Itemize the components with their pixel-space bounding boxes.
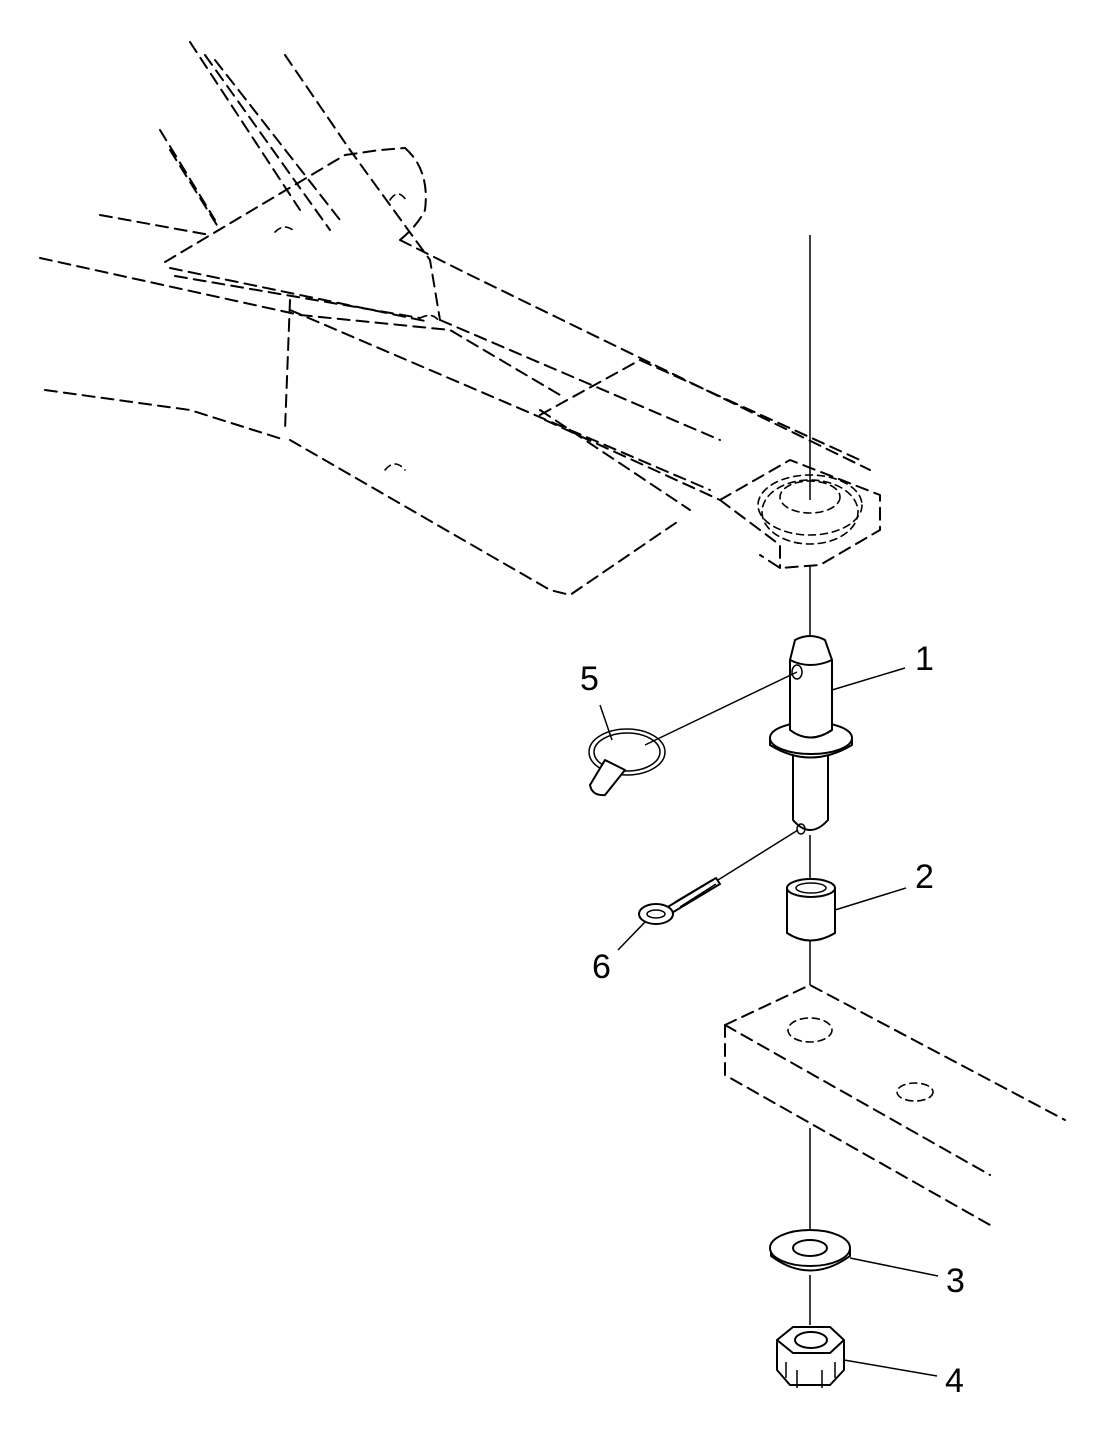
- part-3-washer: [769, 1229, 851, 1272]
- part-6-cotter-pin: [638, 829, 799, 925]
- part-2-bushing: [786, 878, 836, 942]
- callout-6: 6: [592, 948, 611, 986]
- upper-frame-phantom: [39, 41, 881, 596]
- callout-5: 5: [580, 660, 599, 698]
- part-1-clevis-pin: [769, 635, 853, 835]
- callout-1: 1: [915, 640, 934, 678]
- callout-2: 2: [915, 858, 934, 896]
- callout-4: 4: [945, 1362, 964, 1400]
- part-4-castle-nut: [776, 1326, 845, 1388]
- part-5-linch-pin: [588, 671, 798, 797]
- callouts: 1 2 3 4 5 6: [580, 640, 965, 1400]
- leader-lines: [599, 667, 939, 1377]
- callout-3: 3: [946, 1262, 965, 1300]
- lower-bracket-phantom: [724, 984, 1066, 1226]
